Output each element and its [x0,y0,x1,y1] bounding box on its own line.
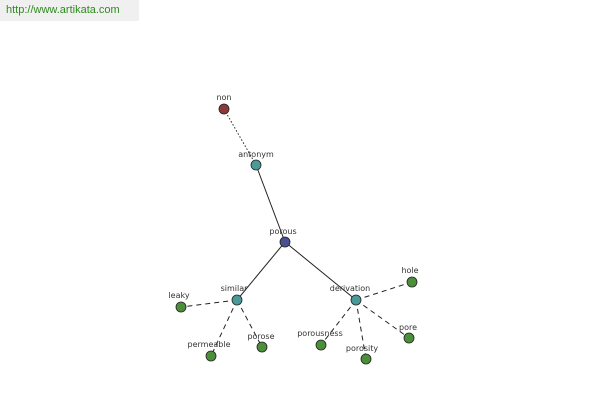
node-label-hole: hole [401,266,418,275]
edge-antonym-porous [255,164,286,243]
node-derivation[interactable] [350,294,362,306]
node-porous[interactable] [279,236,291,248]
node-permeable[interactable] [205,350,217,362]
edge-derivation-hole [355,281,413,301]
edge-similar-permeable [210,299,238,357]
site-link[interactable]: http://www.artikata.com [0,0,139,21]
node-label-porous: porous [269,227,296,236]
node-label-derivation: derivation [330,284,370,293]
node-label-porose: porose [247,332,274,341]
edge-porous-derivation [284,241,357,301]
edge-similar-leaky [180,299,238,308]
labels-layer: non antonym porous similar derivation leaky pe… [168,93,418,353]
node-leaky[interactable] [175,301,187,313]
edge-non-antonym [223,108,257,166]
edge-porous-similar [236,241,286,301]
node-porousness[interactable] [315,339,327,351]
edge-derivation-porosity [355,299,367,360]
node-label-pore: pore [399,323,417,332]
node-porosity[interactable] [360,353,372,365]
node-pore[interactable] [403,332,415,344]
node-label-porosity: porosity [346,344,379,353]
node-label-non: non [216,93,231,102]
edge-derivation-porousness [320,299,357,346]
node-label-porousness: porousness [297,329,343,338]
node-similar[interactable] [231,294,243,306]
node-label-antonym: antonym [238,150,274,159]
node-label-similar: similar [221,284,249,293]
node-hole[interactable] [406,276,418,288]
edges-layer [180,108,413,360]
node-label-leaky: leaky [168,291,189,300]
node-non[interactable] [218,103,230,115]
node-porose[interactable] [256,341,268,353]
node-label-permeable: permeable [188,340,231,349]
node-antonym[interactable] [250,159,262,171]
nodes-layer [175,103,418,365]
edge-derivation-pore [355,299,410,339]
